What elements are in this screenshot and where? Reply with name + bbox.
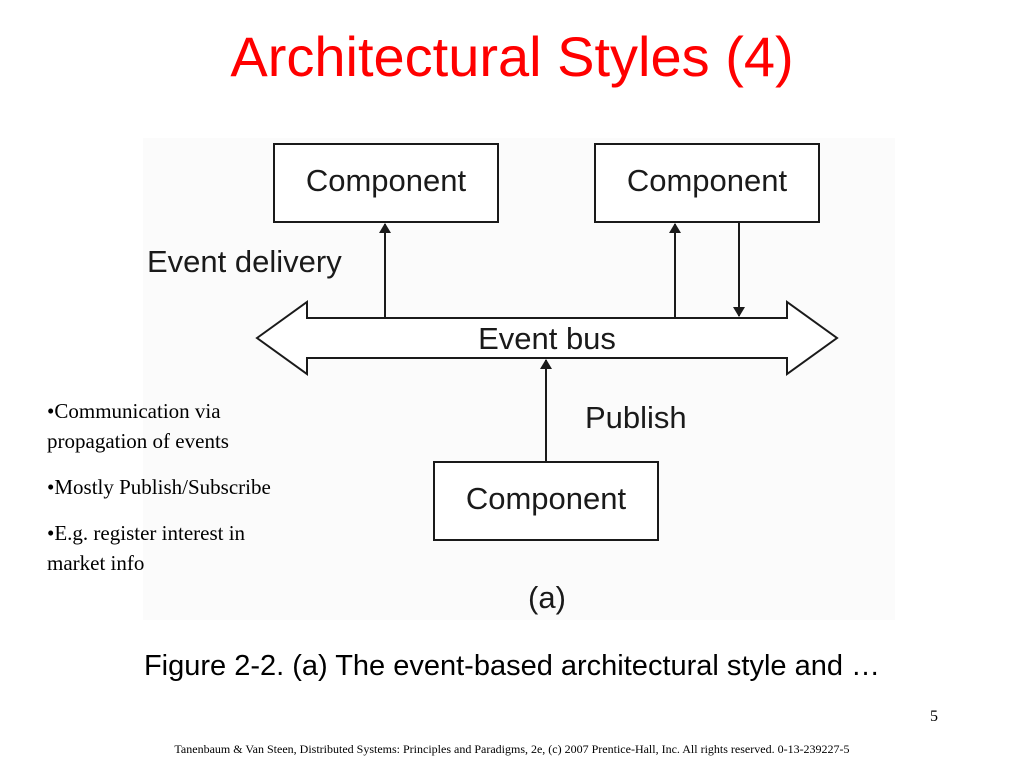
slide-title: Architectural Styles (4): [230, 25, 794, 88]
component-box-top-left: Component: [273, 143, 499, 223]
event-bus-label: Event bus: [478, 321, 616, 356]
footer-copyright: Tanenbaum & Van Steen, Distributed Syste…: [174, 742, 850, 756]
bullet-item: •E.g. register interest in market info: [47, 521, 246, 575]
component-label: Component: [306, 163, 467, 198]
component-box-top-right: Component: [594, 143, 820, 223]
bullet-item: •Mostly Publish/Subscribe: [47, 475, 271, 499]
subfigure-label: (a): [528, 580, 566, 615]
event-delivery-label: Event delivery: [147, 244, 342, 279]
event-bus-diagram: Component Component Component Event deli…: [143, 138, 895, 620]
figure-caption: Figure 2-2. (a) The event-based architec…: [143, 650, 881, 682]
diagram-canvas: Component Component Component Event deli…: [147, 143, 839, 615]
component-label: Component: [466, 481, 627, 516]
bullet-list: •Communication via propagation of events…: [47, 396, 307, 594]
publish-label: Publish: [585, 400, 687, 435]
component-box-bottom: Component: [433, 461, 659, 541]
bullet-item: •Communication via propagation of events: [47, 399, 229, 453]
page-number: 5: [930, 708, 938, 725]
event-bus-arrow: [255, 300, 839, 376]
component-label: Component: [627, 163, 788, 198]
